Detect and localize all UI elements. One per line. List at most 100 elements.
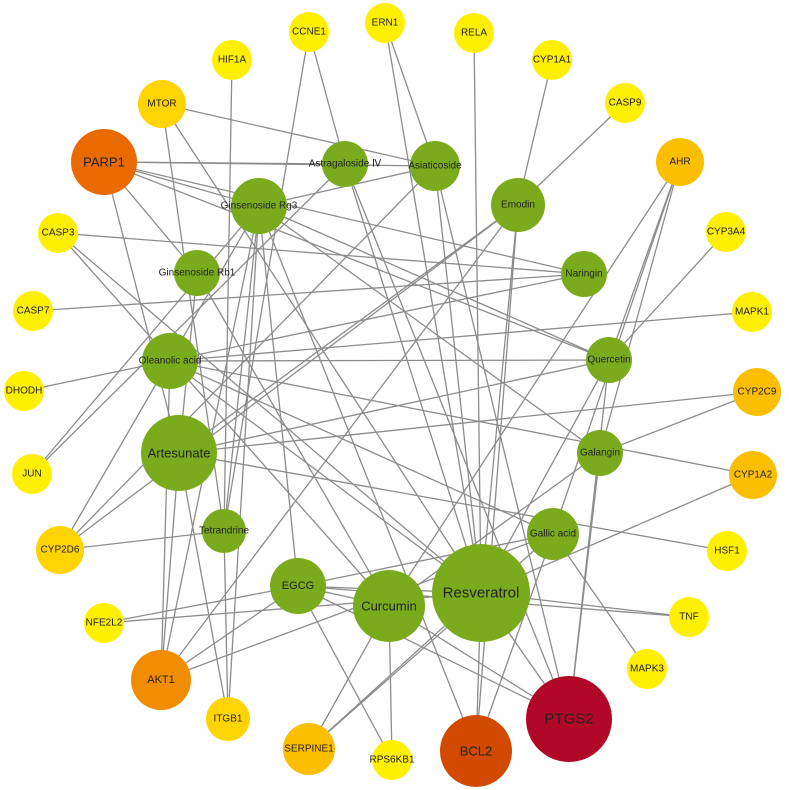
target-node-akt1[interactable]: AKT1 <box>131 650 191 710</box>
target-circle <box>532 40 572 80</box>
compound-label: Quercetin <box>587 355 630 366</box>
compound-node-resveratrol[interactable]: Resveratrol <box>432 544 530 642</box>
target-node-ccne1[interactable]: CCNE1 <box>289 12 329 52</box>
target-label: PARP1 <box>83 155 125 170</box>
compound-node-astragaloside[interactable]: Astragaloside Ⅳ <box>309 141 382 187</box>
target-node-ptgs2[interactable]: PTGS2 <box>526 676 612 762</box>
compound-node-egcg[interactable]: EGCG <box>270 558 326 614</box>
edge-emodin-artesunate <box>178 204 519 454</box>
compound-circle <box>527 508 579 560</box>
target-node-casp9[interactable]: CASP9 <box>605 83 645 123</box>
compound-node-oleanolic[interactable]: Oleanolic acid <box>139 333 202 389</box>
edge-cyp2d6-asiaticoside <box>59 165 436 551</box>
target-node-cyp3a4[interactable]: CYP3A4 <box>706 212 746 252</box>
target-node-rela[interactable]: RELA <box>454 13 494 53</box>
target-circle <box>732 292 772 332</box>
target-node-tnf[interactable]: TNF <box>669 597 709 637</box>
target-node-serpine1[interactable]: SERPINE1 <box>283 723 335 775</box>
target-node-hif1a[interactable]: HIF1A <box>212 40 252 80</box>
target-node-jun[interactable]: JUN <box>12 454 52 494</box>
edge-rela-resveratrol <box>473 32 482 594</box>
target-circle <box>627 649 667 689</box>
target-node-cyp2c9[interactable]: CYP2C9 <box>733 368 781 416</box>
compound-label: Gallic acid <box>530 529 576 540</box>
compound-label: Asiaticoside <box>408 161 462 172</box>
target-label: CYP3A4 <box>707 227 746 238</box>
compound-label: Ginsenoside Rg3 <box>221 201 298 212</box>
target-circle <box>138 80 186 128</box>
target-label: HIF1A <box>218 55 247 66</box>
target-label: MAPK3 <box>630 664 664 675</box>
target-label: RPS6KB1 <box>369 755 414 766</box>
compound-circle <box>432 544 530 642</box>
edge-nfe2l2-egcg <box>103 585 299 624</box>
target-node-cyp1a2[interactable]: CYP1A2 <box>729 451 777 499</box>
target-label: DHODH <box>6 386 43 397</box>
target-node-mtor[interactable]: MTOR <box>138 80 186 128</box>
target-node-bcl2[interactable]: BCL2 <box>440 715 512 787</box>
compound-node-ginsenosiderg3[interactable]: Ginsenoside Rg3 <box>221 178 298 234</box>
compound-circle <box>577 430 623 476</box>
target-circle <box>289 12 329 52</box>
target-node-nfe2l2[interactable]: NFE2L2 <box>84 603 124 643</box>
edge-parp1-naringin <box>103 161 585 275</box>
compound-node-tetrandrine[interactable]: Tetrandrine <box>199 509 249 553</box>
target-node-casp7[interactable]: CASP7 <box>13 291 53 331</box>
edge-cyp3a4-quercetin <box>608 231 727 361</box>
target-node-casp3[interactable]: CASP3 <box>38 213 78 253</box>
compound-label: Galangin <box>580 448 620 459</box>
edge-ptgs2-galangin <box>568 452 601 720</box>
compound-circle <box>491 178 545 232</box>
target-label: CASP3 <box>42 228 75 239</box>
target-node-mapk3[interactable]: MAPK3 <box>627 649 667 689</box>
compound-label: Emodin <box>501 200 535 211</box>
target-label: TNF <box>679 612 698 623</box>
target-circle <box>283 723 335 775</box>
edge-ptgs2-egcg <box>297 585 570 720</box>
compound-node-emodin[interactable]: Emodin <box>491 178 545 232</box>
edge-bcl2-emodin <box>475 204 519 752</box>
compound-circle <box>142 333 198 389</box>
edge-bcl2-ginsenosiderg3 <box>258 205 477 752</box>
target-label: MTOR <box>147 99 176 110</box>
edge-egcg-gallic <box>297 533 554 587</box>
target-node-dhodh[interactable]: DHODH <box>4 371 44 411</box>
target-node-ern1[interactable]: ERN1 <box>365 3 405 43</box>
target-circle <box>440 715 512 787</box>
edge-itgb1-artesunate <box>178 452 229 720</box>
target-node-rps6kb1[interactable]: RPS6KB1 <box>369 740 415 780</box>
edge-resveratrol-emodin <box>480 204 519 594</box>
target-circle <box>36 526 84 574</box>
compound-node-galangin[interactable]: Galangin <box>577 430 623 476</box>
compound-node-quercetin[interactable]: Quercetin <box>586 337 632 383</box>
target-circle <box>707 531 747 571</box>
target-node-itgb1[interactable]: ITGB1 <box>206 697 250 741</box>
compound-node-asiaticoside[interactable]: Asiaticoside <box>408 141 462 191</box>
compound-node-curcumin[interactable]: Curcumin <box>353 570 425 642</box>
target-circle <box>12 454 52 494</box>
target-node-mapk1[interactable]: MAPK1 <box>732 292 772 332</box>
edge-hif1a-tetrandrine <box>223 59 233 532</box>
target-node-hsf1[interactable]: HSF1 <box>707 531 747 571</box>
target-node-parp1[interactable]: PARP1 <box>71 129 137 195</box>
compound-label: Artesunate <box>148 446 211 461</box>
edge-parp1-artesunate <box>103 161 180 454</box>
target-label: CASP7 <box>17 306 50 317</box>
target-circle <box>656 138 704 186</box>
compound-node-artesunate[interactable]: Artesunate <box>141 415 217 491</box>
edge-casp3-naringin <box>57 232 585 275</box>
edge-ginsenosiderg3-tetrandrine <box>223 205 260 532</box>
target-node-cyp2d6[interactable]: CYP2D6 <box>36 526 84 574</box>
compound-node-naringin[interactable]: Naringin <box>561 251 607 297</box>
edge-cyp2c9-galangin <box>599 391 758 454</box>
target-circle <box>605 83 645 123</box>
compound-node-gallic[interactable]: Gallic acid <box>527 508 579 560</box>
compound-node-ginsenosiderb1[interactable]: Ginsenoside Rb1 <box>159 250 236 296</box>
edge-casp3-curcumin <box>57 232 390 607</box>
target-label: CCNE1 <box>292 27 326 38</box>
target-node-ahr[interactable]: AHR <box>656 138 704 186</box>
target-label: BCL2 <box>460 744 493 759</box>
target-node-cyp1a1[interactable]: CYP1A1 <box>532 40 572 80</box>
